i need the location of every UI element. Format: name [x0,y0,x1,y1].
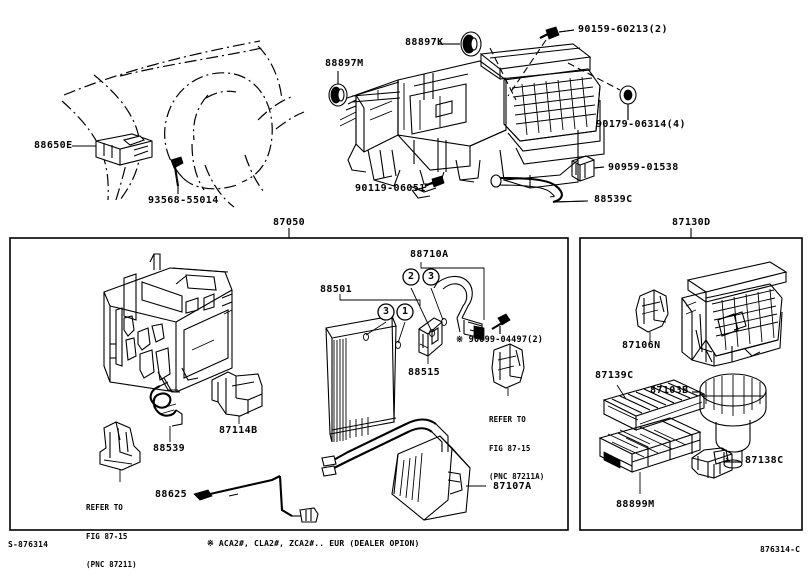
part-88650e-amplifier [95,133,153,166]
label-93568-55014: 93568-55014 [148,195,219,206]
part-87107a-heater-core [321,418,486,521]
panel-title-87130d: 87130D [672,217,711,228]
label-88897k: 88897K [405,37,444,48]
part-87103b-blower-motor [692,373,767,469]
vehicle-body-context-drawing [61,40,305,208]
refer-note-87211-line3: (PNC 87211) [86,560,137,569]
label-90179-06314: 90179-06314(4) [596,119,686,130]
sheet-code-right: 876314-C [760,545,801,554]
label-90119-06051: 90119-06051 [355,183,426,194]
part-88501-evaporator-core [325,315,397,443]
callout-circles [377,268,440,321]
part-87114b-cover [211,371,263,417]
panel-87050-artwork [99,253,525,523]
label-88899m: 88899M [616,499,655,510]
leaders-88710a [410,262,485,337]
label-leader-lines [72,29,742,487]
part-88899m-filter-frame [598,417,702,473]
sheet-code-left: S-876314 [8,540,49,549]
label-88539: 88539 [153,443,186,454]
leaders-88501 [339,294,421,349]
leader-87139c [616,384,627,400]
label-87106n: 87106N [622,340,661,351]
part-88625-wire [193,475,319,523]
part-87139c-filter [602,379,706,431]
callout-number-3-88710a: 3 [428,271,435,282]
part-90159-60213-bolt [489,26,575,101]
panel-title-87050: 87050 [273,217,306,228]
label-90959-01538: 90959-01538 [608,162,679,173]
label-90099-04497: ※ 90099-04497(2) [456,335,544,345]
hvac-assembly-drawing [339,43,605,199]
part-88539-clip [149,381,183,427]
label-87114b: 87114B [219,425,258,436]
part-87211-bracket [99,421,141,471]
refer-note-87211a-line1: REFER TO [489,415,526,424]
part-88897k-grommet [449,31,482,57]
refer-note-87211a: REFER TO FIG 87-15 (PNC 87211A) [489,396,544,491]
label-88515: 88515 [408,367,441,378]
part-88539c-hose [490,174,589,204]
label-87107a: 87107A [493,481,532,492]
label-87103b: 87103B [650,385,689,396]
callout-number-3-88501: 3 [383,306,390,317]
panel-87130d-artwork [598,261,788,494]
part-87211a-bracket [491,343,525,389]
callout-number-2-88710a: 2 [408,271,415,282]
part-88897m-grommet [328,71,348,107]
label-87139c: 87139C [595,370,634,381]
refer-note-87211-line2: FIG 87-15 [86,531,128,541]
part-88515-thermistor [418,317,443,357]
label-88650e: 88650E [34,140,73,151]
refer-note-87211-line1: REFER TO [86,503,123,512]
part-90959-01538-plug [571,155,605,182]
part-90099-04497-bolt [491,313,511,334]
label-88625: 88625 [155,489,188,500]
label-88710a: 88710A [410,249,449,260]
label-88897m: 88897M [325,58,364,69]
footnote-text: ※ ACA2#, CLA2#, ZCA2#.. EUR (DEALER OPIO… [207,539,420,548]
refer-note-87211a-line2: FIG 87-15 [489,443,531,453]
label-90159-60213: 90159-60213(2) [578,24,668,35]
part-88710a-pipe [433,275,485,341]
part-87106n-damper [635,289,669,333]
diagram-artwork [9,26,803,531]
refer-note-87211a-line3: (PNC 87211A) [489,472,545,481]
label-88539c: 88539C [594,194,633,205]
parts-diagram-sheet: 88650E 93568-55014 88897M 88897K 90159-6… [8,24,803,569]
label-88501: 88501 [320,284,353,295]
label-87138c: 87138C [745,455,784,466]
callout-number-1-88501: 1 [402,306,409,317]
refer-note-87211: REFER TO FIG 87-15 (PNC 87211) [86,484,137,579]
